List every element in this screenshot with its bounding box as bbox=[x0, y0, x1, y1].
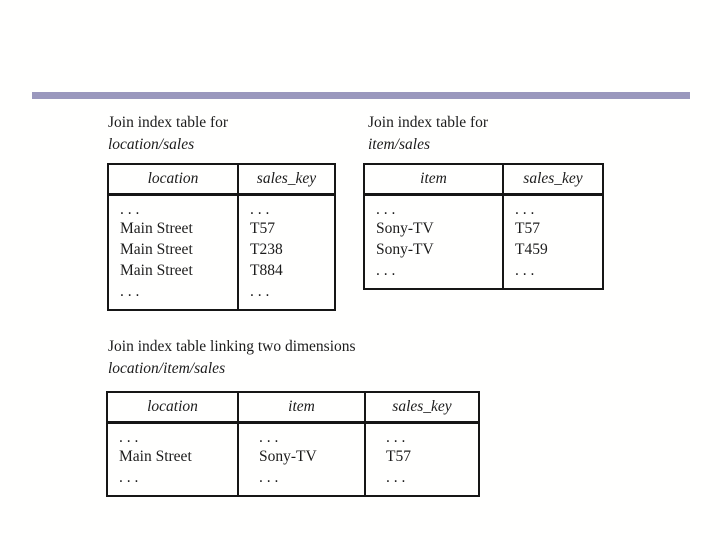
table-cell: . . . bbox=[107, 467, 239, 496]
table-row: . . . . . . bbox=[364, 194, 603, 218]
table-cell: Main Street bbox=[108, 239, 239, 260]
join-index-table-item-sales: item sales_key . . . . . . Sony-TV T57 S… bbox=[363, 163, 604, 290]
table-cell: Sony-TV bbox=[238, 446, 366, 467]
column-header-location: location bbox=[107, 392, 239, 424]
table-cell: . . . bbox=[238, 467, 366, 496]
table-cell: Main Street bbox=[107, 446, 239, 467]
table-cell: Main Street bbox=[108, 218, 239, 239]
caption-line1: Join index table for bbox=[368, 114, 489, 131]
table-cell: . . . bbox=[238, 422, 366, 446]
table-cell: . . . bbox=[108, 194, 239, 218]
column-header-item: item bbox=[238, 392, 366, 424]
table-cell: . . . bbox=[108, 281, 239, 310]
table-cell: . . . bbox=[250, 201, 270, 218]
table-cell: T57 bbox=[386, 448, 411, 465]
table-cell: Sony-TV bbox=[364, 239, 504, 260]
caption-item-sales: Join index table for item/sales bbox=[368, 112, 488, 156]
table-cell: . . . bbox=[386, 429, 406, 446]
table-cell: . . . bbox=[386, 469, 406, 486]
table-row: . . . . . . bbox=[364, 260, 603, 289]
table-row: . . . . . . bbox=[108, 194, 335, 218]
table-cell: Main Street bbox=[108, 260, 239, 281]
table-cell: . . . bbox=[364, 260, 504, 289]
table-cell: . . . bbox=[515, 201, 535, 218]
caption-line1: Join index table for bbox=[108, 114, 229, 131]
slide-divider-bar bbox=[32, 92, 690, 99]
column-header-location: location bbox=[108, 164, 239, 196]
column-header-sales-key: sales_key bbox=[503, 164, 603, 196]
table-cell: T238 bbox=[250, 241, 283, 258]
caption-location-item-sales: Join index table linking two dimensions … bbox=[108, 336, 356, 380]
table-cell: T884 bbox=[250, 262, 283, 279]
column-header-sales-key: sales_key bbox=[238, 164, 335, 196]
table-cell: . . . bbox=[107, 422, 239, 446]
header-row: location item sales_key bbox=[107, 392, 479, 424]
column-header-sales-key: sales_key bbox=[365, 392, 479, 424]
caption-line1: Join index table linking two dimensions bbox=[108, 338, 356, 355]
caption-line2: item/sales bbox=[368, 136, 430, 153]
header-row: location sales_key bbox=[108, 164, 335, 196]
table-cell: T57 bbox=[515, 220, 540, 237]
header-row: item sales_key bbox=[364, 164, 603, 196]
table-row: Main Street T238 bbox=[108, 239, 335, 260]
table-cell: T459 bbox=[515, 241, 548, 258]
table-row: . . . . . . . . . bbox=[107, 467, 479, 496]
table-row: Main Street Sony-TV T57 bbox=[107, 446, 479, 467]
table-cell: T57 bbox=[250, 220, 275, 237]
caption-line2: location/sales bbox=[108, 136, 195, 153]
table-cell: . . . bbox=[515, 262, 535, 279]
table-cell: Sony-TV bbox=[364, 218, 504, 239]
caption-line2: location/item/sales bbox=[108, 360, 226, 377]
table-row: Main Street T57 bbox=[108, 218, 335, 239]
table-cell: . . . bbox=[250, 283, 270, 300]
column-header-item: item bbox=[364, 164, 504, 196]
table-row: Main Street T884 bbox=[108, 260, 335, 281]
table-row: . . . . . . . . . bbox=[107, 422, 479, 446]
table-cell: . . . bbox=[364, 194, 504, 218]
join-index-table-location-item-sales: location item sales_key . . . . . . . . … bbox=[106, 391, 480, 497]
table-row: Sony-TV T57 bbox=[364, 218, 603, 239]
table-row: . . . . . . bbox=[108, 281, 335, 310]
table-row: Sony-TV T459 bbox=[364, 239, 603, 260]
join-index-table-location-sales: location sales_key . . . . . . Main Stre… bbox=[107, 163, 336, 311]
caption-location-sales: Join index table for location/sales bbox=[108, 112, 228, 156]
